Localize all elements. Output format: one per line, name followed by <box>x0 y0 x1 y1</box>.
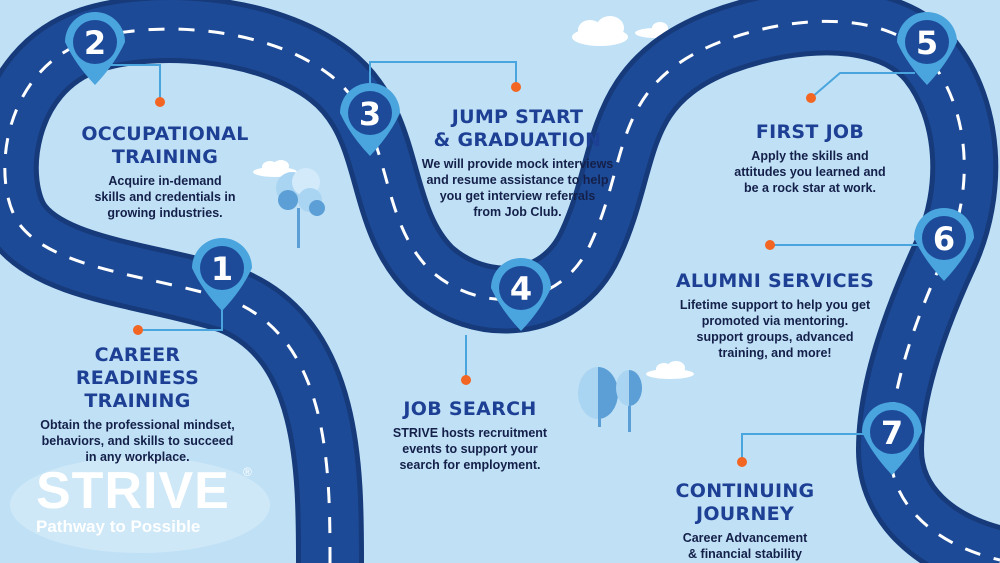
step-3-pin: 3 <box>340 83 400 156</box>
step-1-title: CAREER READINESS TRAINING <box>75 344 200 412</box>
step-2-card: OCCUPATIONAL TRAINING Acquire in-demand … <box>80 123 250 221</box>
step-7-card: CONTINUING JOURNEY Career Advancement & … <box>630 480 860 562</box>
step-1-card: CAREER READINESS TRAINING Obtain the pro… <box>30 344 245 465</box>
tree-icon <box>578 367 642 432</box>
step-7-description: Career Advancement & financial stability <box>682 531 808 561</box>
step-2-description: Acquire in-demand skills and credentials… <box>94 174 236 220</box>
step-4-pin: 4 <box>491 258 551 331</box>
step-3-number: 3 <box>359 95 381 133</box>
connector-lines <box>95 61 918 461</box>
step-5-card: FIRST JOB Apply the skills and attitudes… <box>720 121 900 196</box>
tree-icon <box>276 168 325 248</box>
cloud-top <box>572 16 675 46</box>
step-3-description: We will provide mock interviews and resu… <box>421 157 614 219</box>
step-6-number: 6 <box>933 220 955 258</box>
orange-dots <box>133 82 816 467</box>
step-4-description: STRIVE hosts recruitment events to suppo… <box>392 426 548 472</box>
step-6-title: ALUMNI SERVICES <box>675 270 875 292</box>
step-3-card: JUMP START & GRADUATION We will provide … <box>410 106 625 220</box>
step-1-number: 1 <box>211 250 233 288</box>
step-7-pin: 7 <box>862 402 922 475</box>
step-5-number: 5 <box>916 24 938 62</box>
step-5-title: FIRST JOB <box>755 121 865 143</box>
step-2-title: OCCUPATIONAL TRAINING <box>81 123 249 168</box>
step-2-number: 2 <box>84 24 106 62</box>
step-6-card: ALUMNI SERVICES Lifetime support to help… <box>665 270 885 361</box>
step-4-card: JOB SEARCH STRIVE hosts recruitment even… <box>380 398 560 473</box>
step-5-pin: 5 <box>897 12 957 85</box>
brand-tagline: Pathway to Possible <box>36 517 201 536</box>
strive-logo: STRIVE ® Pathway to Possible <box>36 462 252 537</box>
step-1-pin: 1 <box>192 238 252 311</box>
step-1-description: Obtain the professional mindset, behavio… <box>40 418 235 464</box>
step-3-title: JUMP START & GRADUATION <box>433 106 602 151</box>
cloud-right <box>646 361 694 379</box>
step-4-number: 4 <box>510 270 532 308</box>
step-7-number: 7 <box>881 414 903 452</box>
step-2-pin: 2 <box>65 12 125 85</box>
step-4-title: JOB SEARCH <box>403 398 537 420</box>
step-6-pin: 6 <box>914 208 974 281</box>
registered-mark: ® <box>243 465 252 479</box>
step-7-title: CONTINUING JOURNEY <box>675 480 815 525</box>
step-6-description: Lifetime support to help you get promote… <box>679 298 871 360</box>
brand-name: STRIVE <box>36 462 230 520</box>
step-5-description: Apply the skills and attitudes you learn… <box>734 149 886 195</box>
brand-backdrop <box>10 457 270 553</box>
